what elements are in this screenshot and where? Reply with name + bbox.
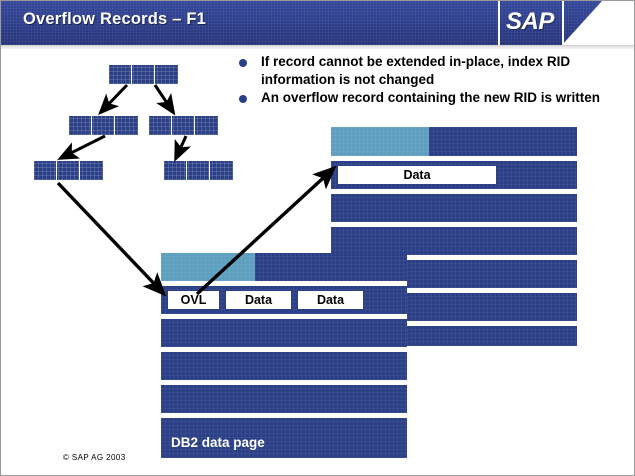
index-root-node (109, 65, 178, 84)
db2-data-page-label: DB2 data page (171, 435, 265, 450)
index-internal-node-right (149, 116, 218, 135)
index-leaf-node-left (34, 161, 103, 180)
node-cell (34, 161, 103, 180)
tree-edge-root-left (98, 83, 129, 116)
arrow-leaf-to-ovl (56, 181, 167, 297)
ovl-box: OVL (167, 290, 220, 310)
tree-edge-right-leaf (174, 135, 192, 162)
node-cell (69, 116, 138, 135)
node-cell (149, 116, 218, 135)
node-cell (149, 116, 218, 135)
db2-data-page: OVL Data Data DB2 data page (161, 253, 407, 458)
node-cell (164, 161, 233, 180)
page-row (161, 352, 407, 380)
bullet-list: If record cannot be extended in-place, i… (239, 53, 629, 108)
header-background (1, 1, 634, 45)
node-cell (69, 116, 138, 135)
page-header-light (161, 253, 255, 281)
node-cell (34, 161, 103, 180)
bullet-text: An overflow record containing the new RI… (261, 90, 601, 105)
header-divider-left (498, 1, 500, 45)
node-cell (109, 65, 178, 84)
page-row (161, 385, 407, 413)
slide-header: Overflow Records – F1 SAP (1, 1, 634, 45)
page-header-dark (429, 127, 577, 156)
node-cell (34, 161, 103, 180)
header-divider-right (562, 1, 564, 45)
tree-edge-root-right (153, 84, 176, 116)
list-item: An overflow record containing the new RI… (239, 89, 629, 107)
node-cell (109, 65, 178, 84)
bullet-text: If record cannot be extended in-place, i… (261, 54, 571, 87)
node-cell (164, 161, 233, 180)
page-row (161, 319, 407, 347)
node-cell (164, 161, 233, 180)
node-cell (69, 116, 138, 135)
copyright-footer: © SAP AG 2003 (63, 453, 126, 462)
index-internal-node-left (69, 116, 138, 135)
tree-edge-left-leaf (57, 134, 106, 160)
data-box-1: Data (225, 290, 292, 310)
bullet-dot-icon (239, 59, 247, 67)
index-leaf-node-right (164, 161, 233, 180)
list-item: If record cannot be extended in-place, i… (239, 53, 629, 88)
page-header-dark (255, 253, 407, 281)
bullet-dot-icon (239, 95, 247, 103)
node-cell (109, 65, 178, 84)
page-row (331, 227, 577, 255)
data-box: Data (337, 165, 497, 185)
data-box-2: Data (297, 290, 364, 310)
node-cell (149, 116, 218, 135)
page-title: Overflow Records – F1 (23, 10, 207, 28)
page-row (331, 194, 577, 222)
header-underline (1, 45, 634, 49)
sap-logo: SAP (506, 8, 554, 35)
page-header-light (331, 127, 429, 156)
